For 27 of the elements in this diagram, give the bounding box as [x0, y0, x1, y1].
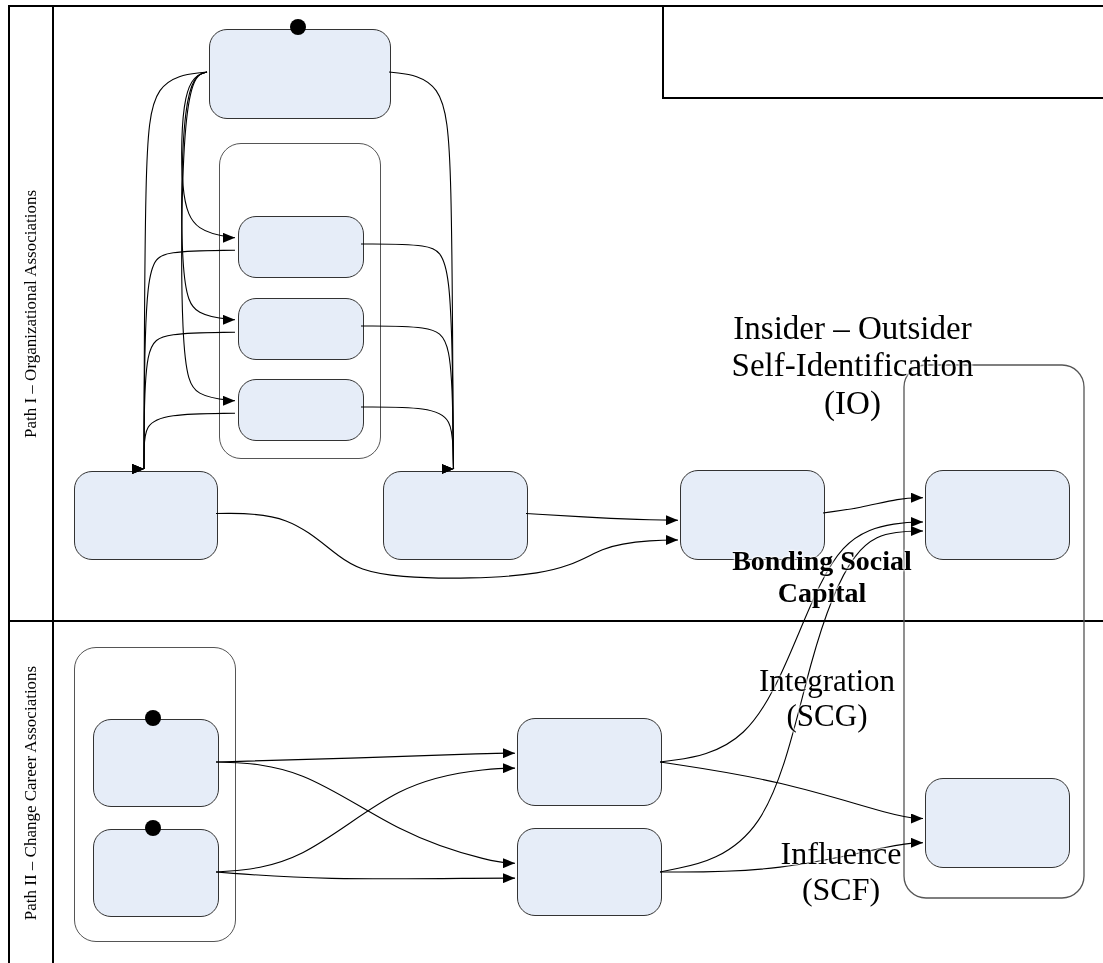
- state-box: [238, 298, 364, 360]
- state-box: [517, 718, 662, 806]
- arrow: [659, 761, 924, 824]
- arrow: [215, 512, 679, 579]
- arrow: [215, 748, 516, 763]
- group-box: [219, 143, 381, 459]
- annotation-label: Insider – Outsider Self-Identification (IO): [730, 310, 975, 422]
- state-box: [93, 719, 219, 807]
- arrow: [525, 512, 679, 526]
- lane-title: Path II – Change Career Associations: [21, 665, 41, 920]
- lane-title: Path I – Organizational Associations: [21, 189, 41, 438]
- state-box: [383, 471, 528, 560]
- arrow: [215, 871, 516, 884]
- state-box: [74, 471, 218, 560]
- group-box: [74, 647, 236, 942]
- state-box: [238, 216, 364, 278]
- arrow: [181, 71, 236, 405]
- arrow: [659, 517, 924, 763]
- state-box: [517, 828, 662, 916]
- state-box: [93, 829, 219, 917]
- empty-box: [662, 7, 1103, 99]
- state-box: [209, 29, 391, 119]
- arrow: [822, 492, 924, 514]
- swimlane: [8, 5, 1103, 622]
- state-box: [925, 778, 1070, 868]
- state-box: [925, 470, 1070, 560]
- state-box: [238, 379, 364, 441]
